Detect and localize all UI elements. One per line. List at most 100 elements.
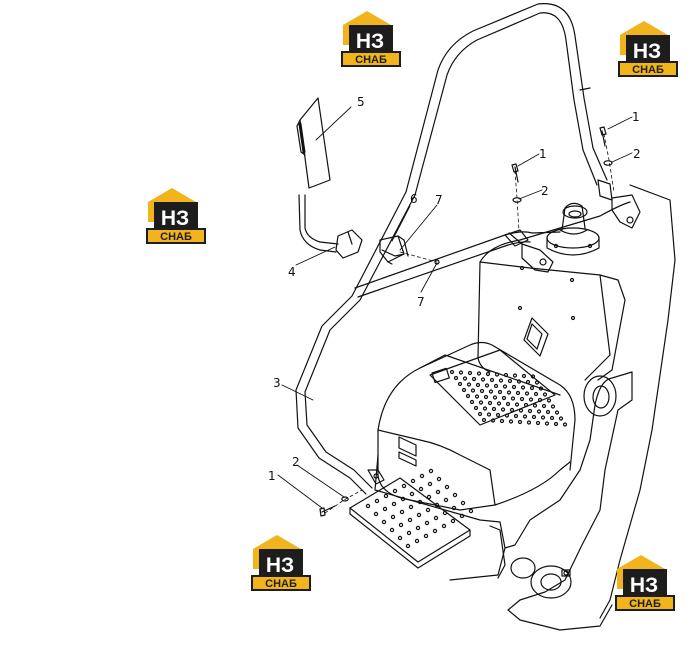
grille-hole bbox=[469, 399, 475, 405]
grille-hole bbox=[486, 412, 492, 417]
step-hole bbox=[407, 517, 413, 523]
clamp bbox=[379, 235, 409, 265]
step-hole bbox=[460, 500, 466, 506]
grille-hole bbox=[509, 407, 515, 413]
grille-hole bbox=[489, 377, 495, 383]
grille-hole bbox=[505, 401, 511, 407]
grille-hole bbox=[550, 404, 556, 409]
seat-grille bbox=[449, 369, 568, 427]
grille-hole bbox=[494, 372, 500, 377]
leader-lines bbox=[277, 106, 633, 509]
step-hole bbox=[398, 522, 404, 528]
step-hole bbox=[450, 518, 456, 524]
grille-hole bbox=[501, 395, 507, 401]
logo-mark-text: НЗ bbox=[630, 574, 658, 597]
grille-hole bbox=[553, 421, 559, 427]
step-hole bbox=[451, 505, 457, 511]
grille-hole bbox=[544, 421, 550, 426]
step-hole bbox=[432, 528, 438, 534]
step-hole bbox=[381, 519, 387, 525]
grille-hole bbox=[475, 382, 481, 388]
grille-hole bbox=[502, 384, 508, 389]
step-hole bbox=[392, 488, 398, 494]
grille-hole bbox=[516, 379, 522, 384]
step-hole bbox=[427, 481, 433, 487]
grille-hole bbox=[522, 414, 528, 419]
grille-hole bbox=[506, 390, 512, 395]
step-hole bbox=[444, 484, 450, 490]
grille-hole bbox=[541, 403, 547, 409]
watermark-logo-top-center: НЗ СНАБ bbox=[341, 11, 401, 67]
grille-hole bbox=[491, 406, 497, 412]
grille-hole bbox=[538, 386, 544, 391]
rail-bracket bbox=[508, 232, 554, 273]
grille-hole bbox=[480, 377, 486, 382]
grille-hole bbox=[511, 384, 517, 390]
grille-hole bbox=[512, 373, 518, 378]
grille-hole bbox=[542, 392, 548, 397]
step-hole bbox=[441, 523, 447, 529]
cab-drawing bbox=[277, 3, 676, 631]
step-hole bbox=[417, 499, 423, 505]
watermark-logo-bottom-left: НЗ СНАБ bbox=[251, 535, 311, 591]
callout-6: 6 bbox=[410, 192, 418, 206]
logo-label-text: СНАБ bbox=[632, 64, 664, 76]
step-hole bbox=[459, 513, 465, 519]
grille-hole bbox=[519, 396, 525, 402]
grille-hole bbox=[482, 406, 488, 411]
callout-3: 3 bbox=[273, 376, 281, 390]
grille-hole bbox=[498, 378, 504, 383]
step-hole bbox=[406, 530, 412, 536]
grille-hole bbox=[532, 403, 538, 408]
grille-hole bbox=[476, 371, 482, 376]
grille-hole bbox=[504, 413, 510, 418]
grille-hole bbox=[540, 415, 546, 420]
grille-hole bbox=[484, 383, 490, 388]
step-hole bbox=[409, 491, 415, 497]
step-hole bbox=[433, 515, 439, 521]
callout-5: 5 bbox=[357, 95, 365, 109]
watermark-logo-top-right: НЗ СНАБ bbox=[618, 21, 678, 77]
grille-hole bbox=[558, 416, 564, 421]
step-holes bbox=[365, 468, 474, 549]
step-hole bbox=[397, 535, 403, 541]
logo-label-text: СНАБ bbox=[160, 231, 192, 243]
logo-label-text: СНАБ bbox=[629, 598, 661, 610]
grille-hole bbox=[549, 415, 555, 421]
grille-hole bbox=[533, 391, 539, 397]
grille-hole bbox=[527, 408, 533, 414]
step-hole bbox=[416, 512, 422, 518]
callout-4: 4 bbox=[288, 265, 296, 279]
grille-hole bbox=[518, 408, 524, 413]
grille-hole bbox=[531, 414, 537, 420]
grille-hole bbox=[530, 374, 536, 379]
logo-mark-text: НЗ bbox=[161, 207, 189, 230]
callout-2-middle: 2 bbox=[541, 184, 549, 198]
grille-hole bbox=[457, 381, 463, 387]
step-hole bbox=[418, 486, 424, 492]
grille-hole bbox=[473, 405, 479, 411]
grille-hole bbox=[514, 402, 520, 407]
grille-hole bbox=[483, 394, 489, 400]
grille-hole bbox=[458, 370, 464, 375]
seat-box bbox=[377, 341, 576, 511]
logo-label-text: СНАБ bbox=[355, 54, 387, 66]
grille-hole bbox=[500, 407, 506, 412]
grille-hole bbox=[537, 397, 543, 403]
upper-rail bbox=[354, 229, 561, 298]
grille-hole bbox=[536, 409, 542, 414]
watermark-logo-bottom-right: НЗ СНАБ bbox=[615, 555, 675, 611]
grille-hole bbox=[526, 420, 532, 425]
grille-hole bbox=[487, 400, 493, 406]
logo-mark-text: НЗ bbox=[266, 554, 294, 577]
grille-hole bbox=[535, 420, 541, 426]
grille-hole bbox=[466, 382, 472, 387]
callout-1-bottom: 1 bbox=[268, 469, 276, 483]
callout-labels: 5 1 2 1 2 6 7 4 7 3 1 2 bbox=[268, 95, 641, 483]
step-hole bbox=[399, 509, 405, 515]
grille-hole bbox=[479, 388, 485, 394]
step-hole bbox=[428, 468, 434, 474]
step-hole bbox=[414, 538, 420, 544]
step-hole bbox=[425, 507, 431, 513]
grille-hole bbox=[496, 401, 502, 406]
